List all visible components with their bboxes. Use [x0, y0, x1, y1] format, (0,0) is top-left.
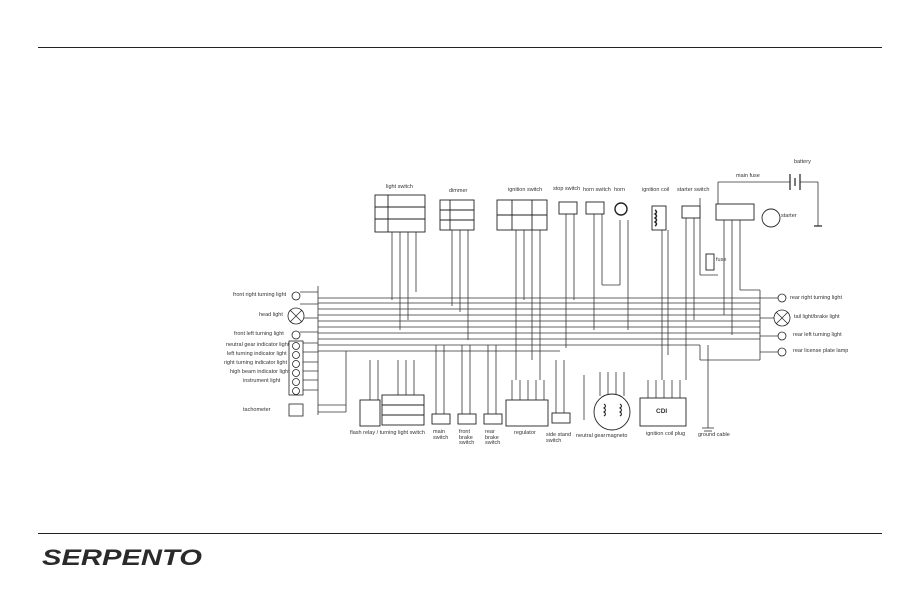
cdi-label: CDI [656, 408, 668, 415]
side-stand-switch-box [551, 412, 571, 424]
starter-motor [761, 208, 781, 228]
magneto-circle [593, 393, 631, 431]
starter-relay-box [715, 203, 755, 221]
horn-switch-label: horn switch [583, 187, 611, 193]
starter-label: starter [781, 213, 797, 219]
cdi-box [639, 397, 687, 427]
horn-symbol [614, 202, 628, 216]
front-left-turning-light-label: front left turning light [234, 331, 284, 337]
regulator-label: regulator [514, 430, 536, 436]
main-switch-box [431, 413, 451, 425]
flash-relay-label: flash relay / turning light switch [350, 430, 425, 436]
battery-label: battery [794, 159, 811, 165]
top-rule [38, 47, 882, 48]
main-switch-label: main switch [433, 429, 449, 441]
magneto-label: magneto [606, 433, 628, 439]
horn-switch-box [585, 201, 605, 215]
fuse-box [705, 253, 715, 271]
front-right-turning-bulb [291, 291, 301, 301]
side-stand-switch-label: side stand switch [546, 432, 572, 444]
instrument-light-label: instrument light [243, 378, 281, 384]
light-switch-box [374, 194, 426, 233]
left-turning-indicator-label: left turning indicator light [227, 351, 287, 357]
front-left-turning-bulb [291, 330, 301, 340]
ignition-coil-plug-label: ignition coil plug [646, 431, 686, 437]
ground-cable-label: ground cable [698, 432, 730, 438]
neutral-gear-label: neutral gear [576, 433, 606, 439]
license-lamp-bulb [777, 347, 787, 357]
serpento-logo: SERPENTO [42, 545, 202, 570]
front-right-turning-light-label: front right turning light [233, 292, 287, 298]
flash-relay-box [359, 399, 381, 427]
dimmer-box [439, 199, 475, 231]
neutral-gear-indicator-label: neutral gear indicator light [226, 342, 290, 348]
stop-switch-label: stop switch [553, 186, 581, 192]
fuse-label: fuse [716, 257, 727, 263]
rear-brake-switch-label: rear brake switch [485, 429, 501, 446]
turning-switch-box [381, 394, 425, 426]
tachometer-box [288, 403, 304, 417]
rear-right-turning-bulb [777, 293, 787, 303]
regulator-box [505, 399, 549, 427]
ignition-coil-box [651, 205, 667, 231]
rear-right-turning-light-label: rear right turning light [790, 295, 842, 301]
logo-text: SERPENTO [42, 545, 202, 570]
rear-license-plate-lamp-label: rear license plate lamp [793, 348, 849, 354]
starter-switch-box [681, 205, 701, 219]
main-fuse-label: main fuse [736, 173, 760, 179]
head-light-label: head light [259, 312, 283, 318]
front-brake-switch-label: front brake switch [459, 429, 475, 446]
front-brake-switch-box [457, 413, 477, 425]
high-beam-indicator-label: high beam indicator light [230, 369, 290, 375]
tail-light-label: tail light/brake light [794, 314, 840, 320]
horn-label: horn [614, 187, 626, 193]
ignition-coil-label: ignition coil [642, 187, 670, 193]
rear-brake-switch-box [483, 413, 503, 425]
rear-left-turning-light-label: rear left turning light [793, 332, 842, 338]
light-switch-label: light switch [386, 184, 413, 190]
bottom-rule [38, 533, 882, 534]
right-turning-indicator-label: right turning indicator light [224, 360, 287, 366]
rear-left-turning-bulb [777, 331, 787, 341]
starter-switch-label: starter switch [677, 187, 710, 193]
stop-switch-box [558, 201, 578, 215]
ignition-coil-winding [653, 209, 658, 227]
tachometer-label: tachometer [243, 407, 271, 413]
ignition-switch-label: ignition switch [508, 187, 543, 193]
dimmer-label: dimmer [449, 188, 468, 194]
